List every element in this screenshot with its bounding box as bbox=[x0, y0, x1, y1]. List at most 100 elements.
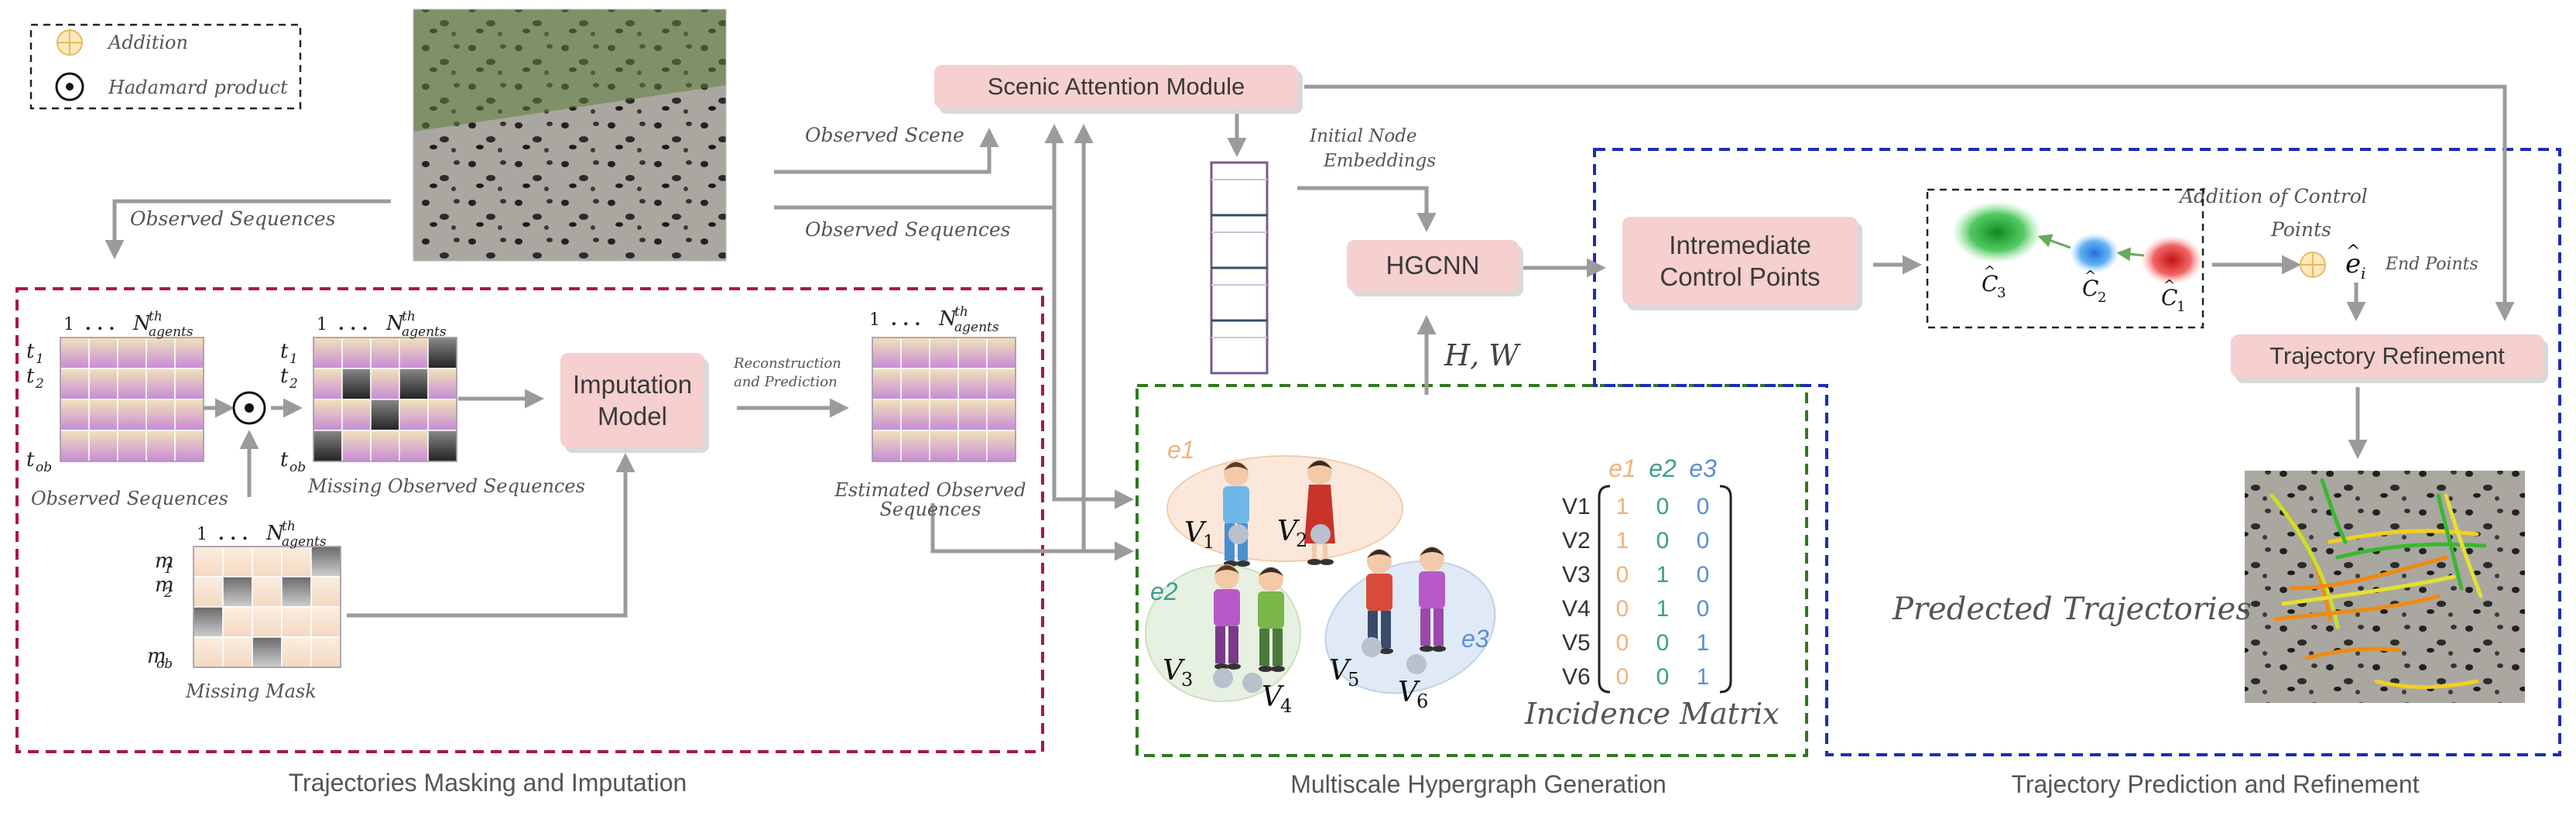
hypergraph-node-v2: V2 bbox=[1277, 516, 1331, 551]
svg-text:. . .: . . . bbox=[85, 314, 115, 334]
arrow-scenic-to-refinement bbox=[1304, 84, 2515, 321]
incidence-row-V4: V4 bbox=[1562, 596, 1591, 622]
predicted-trajectories-label: Predected Trajectories bbox=[1892, 591, 2252, 627]
svg-text:t: t bbox=[280, 365, 289, 388]
incidence-cell: 0 bbox=[1697, 528, 1710, 554]
incidence-row-V3: V3 bbox=[1562, 562, 1591, 588]
incidence-cell: 1 bbox=[1616, 494, 1629, 519]
control-point-label-c3: C^3 bbox=[1982, 263, 2006, 301]
label-end-points: End Points bbox=[2385, 255, 2478, 274]
end-point-label: e ^ i bbox=[2345, 242, 2365, 283]
hypergraph-node-v6: V6 bbox=[1398, 654, 1428, 712]
control-point-c2-blob bbox=[2070, 233, 2119, 273]
svg-text:th: th bbox=[954, 304, 968, 320]
svg-text:^: ^ bbox=[2346, 242, 2360, 262]
svg-text:t: t bbox=[26, 340, 35, 363]
hyperedge-label-e1: e1 bbox=[1167, 436, 1195, 464]
svg-text:th: th bbox=[149, 309, 163, 324]
svg-text:C: C bbox=[2082, 276, 2098, 301]
agent-figure bbox=[1258, 567, 1285, 672]
svg-text:1: 1 bbox=[289, 351, 298, 367]
svg-text:2: 2 bbox=[2098, 290, 2106, 306]
incidence-col-e3: e3 bbox=[1689, 454, 1717, 482]
incidence-col-e2: e2 bbox=[1649, 454, 1677, 482]
svg-text:V: V bbox=[1277, 516, 1300, 547]
agent-figure bbox=[1419, 547, 1446, 652]
estimated-observed-sequences-matrix bbox=[872, 337, 1016, 462]
imputation-model-module: Imputation Model bbox=[560, 353, 704, 447]
arrow-observed-sequences-hyper bbox=[1052, 207, 1134, 509]
hypergraph-node-v4: V4 bbox=[1242, 673, 1292, 717]
svg-text:agents: agents bbox=[402, 324, 447, 340]
svg-text:V: V bbox=[1184, 517, 1208, 549]
hypergraph-node-v3: V3 bbox=[1163, 655, 1233, 691]
control-point-label-c1: C^1 bbox=[2161, 277, 2185, 315]
masking-section-border bbox=[15, 287, 1044, 753]
legend-hadamard-label: Hadamard product bbox=[108, 77, 288, 98]
svg-text:agents: agents bbox=[282, 534, 327, 550]
label-hw: H, W bbox=[1444, 338, 1521, 372]
svg-text:^: ^ bbox=[1984, 263, 1995, 279]
incidence-cell: 0 bbox=[1616, 630, 1629, 656]
hadamard-operator-icon bbox=[232, 391, 266, 425]
missing-observed-sequences-caption: Missing Observed Sequences bbox=[307, 475, 585, 497]
section-title-hypergraph: Multiscale Hypergraph Generation bbox=[1290, 770, 1667, 798]
svg-text:2: 2 bbox=[163, 585, 173, 601]
missing-mask-matrix bbox=[193, 546, 341, 668]
incidence-left-bracket bbox=[1598, 485, 1611, 694]
control-point-label-c2: C^2 bbox=[2082, 268, 2106, 306]
section-title-masking: Trajectories Masking and Imputation bbox=[289, 769, 687, 797]
label-observed-sequences-top: Observed Sequences bbox=[805, 218, 1011, 241]
matrix-row-label: mob bbox=[147, 645, 173, 672]
incidence-col-e1: e1 bbox=[1608, 454, 1636, 482]
svg-text:4: 4 bbox=[1280, 695, 1292, 717]
svg-text:th: th bbox=[402, 309, 416, 324]
predicted-trajectories-image bbox=[2245, 471, 2525, 703]
svg-text:V: V bbox=[1163, 655, 1186, 687]
missing-mask-caption: Missing Mask bbox=[185, 680, 317, 702]
svg-text:ob: ob bbox=[36, 460, 52, 475]
incidence-cell: 1 bbox=[1697, 630, 1710, 656]
matrices bbox=[60, 337, 1016, 668]
scene-image bbox=[413, 9, 727, 262]
svg-text:V: V bbox=[1262, 681, 1285, 713]
svg-text:Embeddings: Embeddings bbox=[1323, 151, 1436, 171]
svg-text:1: 1 bbox=[197, 525, 207, 544]
svg-text:2: 2 bbox=[289, 376, 298, 392]
incidence-matrix-title: Incidence Matrix bbox=[1524, 697, 1780, 731]
hgcnn-module: HGCNN bbox=[1347, 240, 1519, 291]
svg-text:t: t bbox=[26, 448, 35, 471]
svg-text:Reconstruction: Reconstruction bbox=[733, 355, 841, 372]
hypergraph-node-v1: V1 bbox=[1184, 517, 1249, 553]
incidence-row-V6: V6 bbox=[1562, 664, 1591, 690]
incidence-cell: 0 bbox=[1656, 630, 1670, 656]
svg-text:3: 3 bbox=[1997, 285, 2006, 301]
incidence-row-V5: V5 bbox=[1562, 630, 1591, 656]
svg-text:. . .: . . . bbox=[338, 314, 368, 334]
incidence-cell: 1 bbox=[1697, 664, 1710, 690]
hypergraph-section-border bbox=[1136, 384, 1808, 757]
svg-text:1: 1 bbox=[869, 310, 880, 330]
svg-text:Addition of Control: Addition of Control bbox=[2178, 185, 2368, 207]
label-reconstruction: Reconstruction and Prediction bbox=[733, 355, 841, 390]
svg-text:m: m bbox=[155, 574, 174, 597]
arrow-estimated-to-hyper bbox=[930, 503, 1134, 561]
svg-text:e: e bbox=[2345, 248, 2361, 279]
svg-text:^: ^ bbox=[2084, 268, 2096, 284]
svg-text:C: C bbox=[1982, 271, 1998, 296]
legend-addition-label: Addition bbox=[107, 32, 188, 53]
incidence-cell: 1 bbox=[1656, 596, 1670, 622]
svg-text:5: 5 bbox=[1348, 669, 1359, 691]
